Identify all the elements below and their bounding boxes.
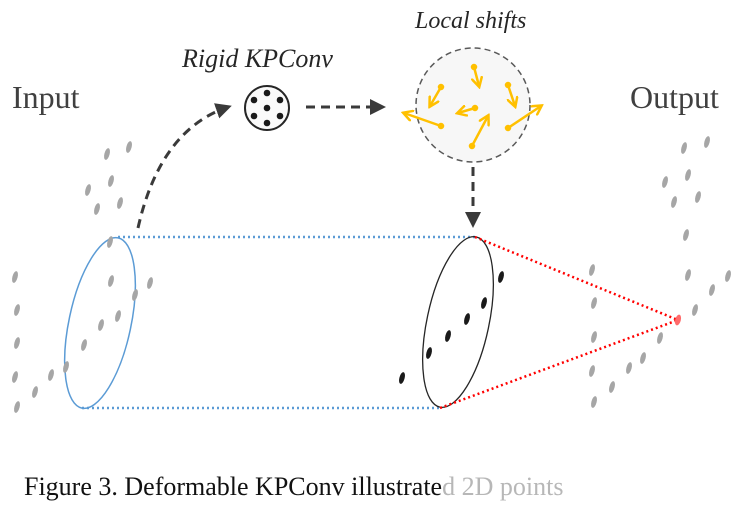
- input-label: Input: [12, 79, 80, 115]
- point: [14, 304, 20, 316]
- point: [685, 269, 691, 281]
- point: [589, 365, 595, 377]
- point: [626, 362, 632, 374]
- point: [104, 148, 110, 160]
- input-point-cloud: [12, 141, 153, 413]
- point: [132, 289, 138, 301]
- point: [48, 369, 54, 381]
- input-ellipse: [63, 236, 137, 410]
- point: [685, 169, 691, 181]
- point: [640, 352, 646, 364]
- point: [662, 176, 668, 188]
- output-label: Output: [630, 79, 719, 115]
- point: [117, 197, 123, 209]
- point: [12, 271, 18, 283]
- point: [81, 339, 87, 351]
- point: [589, 264, 595, 276]
- point: [94, 203, 100, 215]
- point: [591, 331, 597, 343]
- point: [671, 196, 677, 208]
- point: [695, 191, 701, 203]
- point: [725, 270, 731, 282]
- output-ellipse: [422, 236, 494, 408]
- rigid-kpconv-label: Rigid KPConv: [181, 44, 333, 73]
- point: [683, 229, 689, 241]
- point: [445, 330, 451, 342]
- local-shifts-icon: [404, 47, 541, 163]
- point: [481, 297, 487, 309]
- point: [609, 381, 615, 393]
- cone-bottom-edge: [439, 318, 679, 410]
- cone-top-edge: [474, 235, 679, 322]
- point: [709, 284, 715, 296]
- point: [657, 332, 663, 344]
- output-point: [674, 314, 682, 326]
- point: [126, 141, 132, 153]
- point: [32, 386, 38, 398]
- point: [98, 319, 104, 331]
- figure-caption: Figure 3. Deformable KPConv illustrated …: [24, 472, 563, 502]
- point: [85, 184, 91, 196]
- rigid-kernel-icon: [244, 85, 290, 131]
- point: [14, 401, 20, 413]
- local-shifts-label: Local shifts: [414, 8, 526, 34]
- caption-faded-text: d 2D points: [442, 472, 564, 501]
- point: [681, 142, 687, 154]
- point: [107, 236, 113, 248]
- caption-text: Figure 3. Deformable KPConv illustrate: [24, 472, 443, 501]
- point: [115, 310, 121, 322]
- point: [147, 277, 153, 289]
- point: [498, 271, 504, 283]
- point: [14, 337, 20, 349]
- curved-dashed-arrow: [136, 103, 232, 229]
- point: [591, 297, 597, 309]
- point: [704, 136, 710, 148]
- deformed-kernel-points: [399, 271, 504, 384]
- point: [464, 313, 470, 325]
- point: [426, 347, 432, 359]
- point: [591, 396, 597, 408]
- point: [108, 275, 114, 287]
- point: [63, 361, 69, 373]
- point: [399, 372, 405, 384]
- point: [12, 371, 18, 383]
- point: [692, 304, 698, 316]
- point: [108, 175, 114, 187]
- output-point-cloud: [589, 136, 731, 408]
